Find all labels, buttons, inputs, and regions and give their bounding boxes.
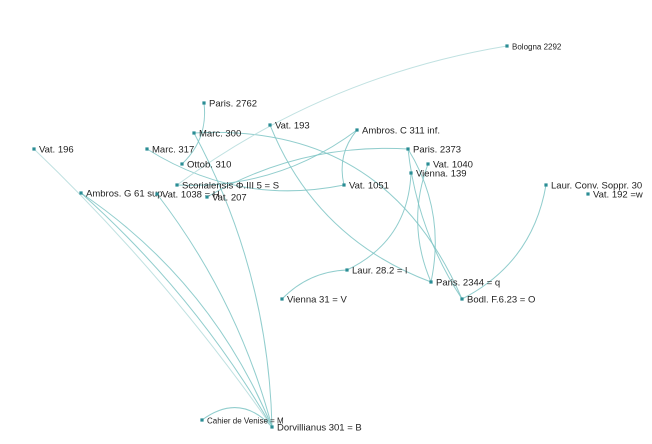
node-marc317[interactable]: Marc. 317 [145, 144, 194, 155]
edge-laur28-vienna31 [281, 269, 348, 300]
node-label: Laur. 28.2 = l [352, 265, 407, 276]
node-label: Vat. 1038 = H [162, 189, 220, 200]
edge-marc300-bodl [193, 131, 463, 300]
node-marker [268, 123, 272, 127]
node-scorial[interactable]: Scorialensis Φ.III 5 = S [175, 180, 279, 191]
node-label: Vat. 196 [39, 144, 74, 155]
node-vat1051[interactable]: Vat. 1051 [342, 180, 389, 191]
edge-paris2373-vat207 [206, 147, 409, 198]
node-marker [155, 192, 159, 196]
node-marker [180, 162, 184, 166]
node-bodl[interactable]: Bodl. F.6.23 = O [460, 294, 535, 305]
edge-paris2373-paris2344 [407, 148, 436, 283]
node-label: Ambros. G 61 sup. [86, 188, 165, 199]
node-marker [355, 128, 359, 132]
node-ambrosG[interactable]: Ambros. G 61 sup. [79, 188, 165, 199]
node-laur28[interactable]: Laur. 28.2 = l [345, 265, 407, 276]
node-vienna31[interactable]: Vienna 31 = V [280, 294, 347, 305]
node-laurconv[interactable]: Laur. Conv. Soppr. 30 [544, 180, 642, 191]
node-label: Ottob. 310 [187, 159, 231, 170]
node-marker [192, 131, 196, 135]
node-marker [426, 162, 430, 166]
edge-vienna139-laur28 [346, 172, 412, 271]
node-marker [409, 171, 413, 175]
edge-bologna-scorial [176, 45, 508, 186]
edge-vat1040-paris2344 [417, 163, 432, 283]
node-paris2373[interactable]: Paris. 2373 [406, 144, 461, 155]
node-label: Marc. 317 [152, 144, 194, 155]
node-vienna139[interactable]: Vienna. 139 [409, 168, 467, 179]
node-ottob310[interactable]: Ottob. 310 [180, 159, 231, 170]
node-label: Paris. 2762 [209, 98, 257, 109]
edge-marc317-vat1051 [146, 148, 345, 192]
node-marker [79, 191, 83, 195]
node-label: Vienna. 139 [416, 168, 467, 179]
node-marc300[interactable]: Marc. 300 [192, 128, 241, 139]
node-marker [280, 297, 284, 301]
node-vat1040[interactable]: Vat. 1040 [426, 159, 473, 170]
node-ambrosC[interactable]: Ambros. C 311 inf. [355, 125, 440, 136]
node-vat196[interactable]: Vat. 196 [32, 144, 74, 155]
node-label: Dorvillianus 301 = B [277, 422, 362, 433]
node-marker [175, 183, 179, 187]
node-marker [200, 418, 204, 422]
node-label: Laur. Conv. Soppr. 30 [551, 180, 642, 191]
node-paris2344[interactable]: Paris. 2344 = q [429, 277, 500, 288]
node-marker [429, 280, 433, 284]
node-marker [586, 192, 590, 196]
node-label: Bodl. F.6.23 = O [467, 294, 535, 305]
node-label: Marc. 300 [199, 128, 241, 139]
node-label: Vat. 207 [212, 192, 247, 203]
node-marker [205, 195, 209, 199]
node-label: Ambros. C 311 inf. [362, 125, 440, 136]
edge-paris2762-ottob310 [181, 102, 206, 165]
node-label: Scorialensis Φ.III 5 = S [182, 180, 279, 191]
node-marker [342, 183, 346, 187]
node-marker [202, 101, 206, 105]
edge-marc300-dorvill [193, 132, 273, 428]
node-marker [544, 183, 548, 187]
node-label: Vat. 192 =w [593, 189, 643, 200]
edge-cahier-dorvill [201, 407, 273, 428]
node-label: Paris. 2373 [413, 144, 461, 155]
edge-paris2373-bodl [407, 148, 463, 300]
node-label: Vat. 193 [275, 120, 310, 131]
node-label: Vat. 1051 [349, 180, 389, 191]
node-label: Vat. 1040 [433, 159, 473, 170]
edge-ambrosG-dorvill [80, 192, 273, 428]
node-marker [270, 425, 274, 429]
node-label: Vienna 31 = V [287, 294, 347, 305]
node-dorvill[interactable]: Dorvillianus 301 = B [270, 422, 362, 433]
node-label: Cahier de Venise = M [207, 416, 284, 425]
node-marker [406, 147, 410, 151]
edge-vat196-dorvill [33, 148, 273, 428]
node-vat207[interactable]: Vat. 207 [205, 192, 247, 203]
edge-ambrosG-dorvill [80, 192, 273, 428]
node-bologna[interactable]: Bologna 2292 [505, 42, 562, 51]
node-marker [505, 44, 509, 48]
node-marker [145, 147, 149, 151]
node-cahier[interactable]: Cahier de Venise = M [200, 416, 284, 425]
node-marker [345, 268, 349, 272]
node-label: Bologna 2292 [512, 42, 562, 51]
edge-vat1038-dorvill [156, 193, 273, 428]
node-label: Paris. 2344 = q [436, 277, 500, 288]
node-vat193[interactable]: Vat. 193 [268, 120, 310, 131]
node-marker [32, 147, 36, 151]
node-paris2762[interactable]: Paris. 2762 [202, 98, 257, 109]
edge-vat193-paris2344 [269, 124, 432, 283]
edge-ambrosC-vat1051 [341, 129, 358, 186]
node-marker [460, 297, 464, 301]
edge-laurconv-bodl [461, 184, 547, 300]
node-vat1038[interactable]: Vat. 1038 = H [155, 189, 220, 200]
edge-ambrosC-scorial [176, 129, 358, 186]
node-vat192[interactable]: Vat. 192 =w [586, 189, 643, 200]
